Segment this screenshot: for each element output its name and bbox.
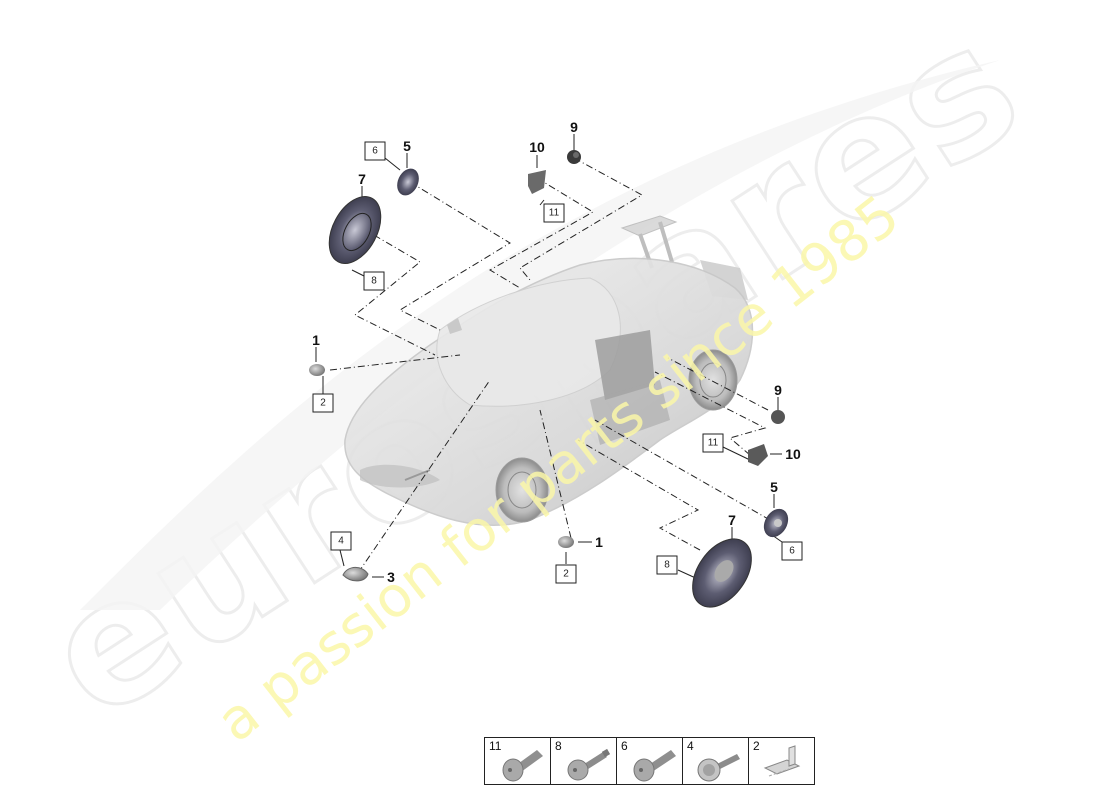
shouldered-screw-icon bbox=[567, 748, 611, 781]
part-9-right bbox=[771, 410, 785, 424]
callout-5-top: 5 bbox=[403, 138, 411, 154]
spring-clip-icon bbox=[763, 745, 801, 777]
legend-label: 8 bbox=[555, 739, 562, 753]
part-10-top bbox=[528, 170, 546, 194]
part-7-bottom bbox=[692, 538, 752, 608]
flanged-screw-icon bbox=[633, 750, 676, 782]
callout-1-bottom: 1 bbox=[595, 534, 603, 550]
legend-cell-2: 2 bbox=[749, 738, 814, 784]
part-5-top bbox=[397, 168, 419, 196]
callout-9-right: 9 bbox=[774, 382, 782, 398]
box-label-6-top: 6 bbox=[364, 141, 386, 161]
box-label-2-bottom: 2 bbox=[555, 564, 577, 584]
legend-cell-6: 6 bbox=[617, 738, 683, 784]
legend-label: 6 bbox=[621, 739, 628, 753]
legend-label: 2 bbox=[753, 739, 760, 753]
part-3 bbox=[342, 566, 369, 582]
callout-1-left: 1 bbox=[312, 332, 320, 348]
callout-ticks bbox=[315, 134, 783, 581]
box-label-2-left: 2 bbox=[312, 393, 334, 413]
part-7-top bbox=[328, 196, 382, 264]
box-label-11-right: 11 bbox=[702, 433, 724, 453]
fastener-legend: 11 8 6 4 bbox=[484, 737, 815, 785]
part-9-top bbox=[567, 150, 581, 164]
legend-cell-4: 4 bbox=[683, 738, 749, 784]
box-label-8-top: 8 bbox=[363, 271, 385, 291]
leader-lines bbox=[329, 157, 771, 574]
callout-10-right: 10 bbox=[785, 446, 801, 462]
washer-screw-icon bbox=[697, 754, 740, 782]
callout-7-bottom: 7 bbox=[728, 512, 736, 528]
legend-label: 11 bbox=[489, 739, 502, 753]
box-label-8-bottom: 8 bbox=[656, 555, 678, 575]
part-1-left bbox=[309, 364, 325, 376]
box-label-6-right: 6 bbox=[781, 541, 803, 561]
part-5-right bbox=[763, 508, 789, 538]
callout-5-right: 5 bbox=[770, 479, 778, 495]
callout-10-top: 10 bbox=[529, 139, 545, 155]
flanged-screw-icon bbox=[502, 750, 543, 782]
part-1-bottom bbox=[558, 536, 574, 548]
part-10-right bbox=[748, 444, 768, 466]
box-label-11-top: 11 bbox=[543, 203, 565, 223]
callout-3-bottom: 3 bbox=[387, 569, 395, 585]
legend-label: 4 bbox=[687, 739, 694, 753]
callout-9-top: 9 bbox=[570, 119, 578, 135]
legend-cell-8: 8 bbox=[551, 738, 617, 784]
box-label-4-bottom: 4 bbox=[330, 531, 352, 551]
callout-7-top: 7 bbox=[358, 171, 366, 187]
legend-cell-11: 11 bbox=[485, 738, 551, 784]
